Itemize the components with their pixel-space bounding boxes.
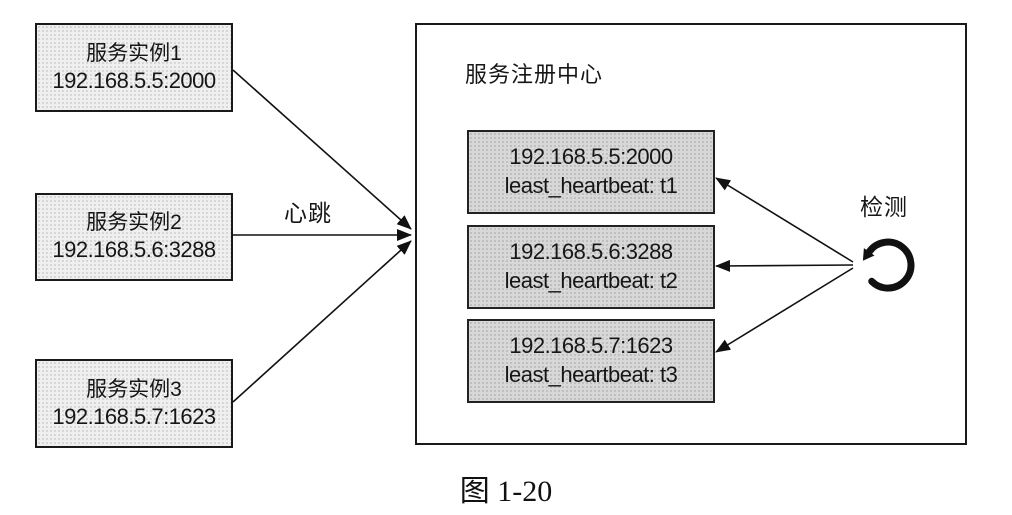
entry-heartbeat: least_heartbeat: t1 xyxy=(504,173,678,198)
entry-address: 192.168.5.6:3288 xyxy=(509,239,673,265)
entry-address: 192.168.5.7:1623 xyxy=(509,333,673,359)
registry-box: 服务注册中心 192.168.5.5:2000 least_heartbeat:… xyxy=(415,23,967,445)
entry-heartbeat: least_heartbeat: t3 xyxy=(504,362,678,387)
registry-entry-1-box: 192.168.5.5:2000 least_heartbeat: t1 xyxy=(467,130,715,214)
instance-address: 192.168.5.5:2000 xyxy=(52,67,216,93)
entry-address: 192.168.5.5:2000 xyxy=(509,144,673,170)
service-instance-2-box: 服务实例2 192.168.5.6:3288 xyxy=(35,193,233,281)
instance-address: 192.168.5.6:3288 xyxy=(52,237,216,263)
heartbeat-arrow-3 xyxy=(232,240,412,403)
instance-address: 192.168.5.7:1623 xyxy=(52,403,216,429)
service-instance-1-box: 服务实例1 192.168.5.5:2000 xyxy=(35,23,233,112)
refresh-loop-icon xyxy=(862,238,915,292)
registry-entry-2-box: 192.168.5.6:3288 least_heartbeat: t2 xyxy=(467,225,715,309)
registry-title: 服务注册中心 xyxy=(465,62,604,87)
instance-name: 服务实例2 xyxy=(86,211,182,235)
detect-label: 检测 xyxy=(860,194,908,220)
entry-heartbeat: least_heartbeat: t2 xyxy=(504,268,678,293)
instance-name: 服务实例1 xyxy=(86,41,182,65)
figure-caption: 图 1-20 xyxy=(459,475,553,508)
registry-entry-3-box: 192.168.5.7:1623 least_heartbeat: t3 xyxy=(467,319,715,403)
instance-name: 服务实例3 xyxy=(86,377,182,401)
heartbeat-label: 心跳 xyxy=(284,200,332,226)
service-instance-3-box: 服务实例3 192.168.5.7:1623 xyxy=(35,359,233,448)
